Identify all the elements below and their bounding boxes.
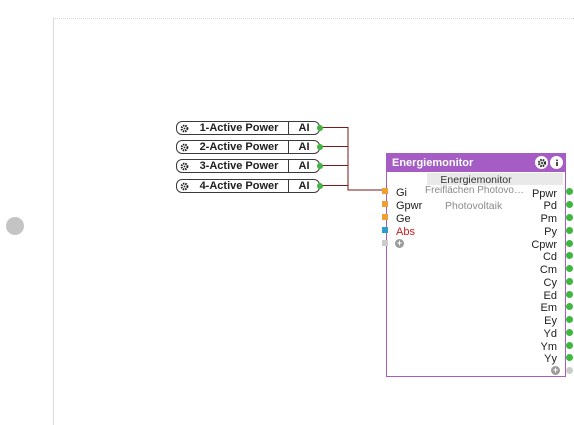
input-port-abs[interactable]: Abs — [396, 226, 415, 238]
input-block-1[interactable]: 1-Active Power AI — [176, 121, 320, 135]
block-title: Energiemonitor — [392, 157, 474, 169]
input-port-marker[interactable] — [382, 214, 388, 220]
input-block-label: 1-Active Power — [199, 122, 279, 134]
input-block-type: AI — [288, 180, 319, 192]
block-room: Photovoltaik — [445, 200, 503, 212]
gear-icon[interactable] — [535, 156, 548, 169]
subtitle-background — [427, 173, 563, 185]
input-block-type: AI — [288, 160, 319, 172]
input-block-label: 3-Active Power — [199, 160, 279, 172]
output-connector[interactable] — [566, 240, 573, 247]
output-port-em[interactable]: Em — [540, 302, 558, 314]
output-connector[interactable] — [566, 227, 573, 234]
output-port-ppwr[interactable]: Ppwr — [531, 188, 557, 200]
input-port-gi[interactable]: Gi — [396, 187, 407, 199]
plus-icon[interactable]: + — [395, 238, 404, 248]
side-panel-handle[interactable] — [6, 217, 24, 235]
output-connector[interactable] — [317, 125, 323, 131]
output-connector[interactable] — [317, 183, 323, 189]
output-connector[interactable] — [566, 329, 573, 336]
output-port-cy[interactable]: Cy — [543, 277, 557, 289]
input-block-label: 2-Active Power — [199, 141, 279, 153]
block-location: Freiflächen Photovoltaik — [425, 185, 525, 196]
output-port-yy[interactable]: Yy — [544, 353, 557, 365]
output-port-pd[interactable]: Pd — [543, 200, 557, 212]
wire-1 — [322, 127, 382, 191]
energiemonitor-block[interactable]: Energiemonitor Energiemonitor Freifläche… — [382, 153, 566, 377]
output-connector[interactable] — [566, 303, 573, 310]
output-connector[interactable] — [566, 201, 573, 208]
input-block-2[interactable]: 2-Active Power AI — [176, 140, 320, 154]
output-connector[interactable] — [566, 214, 573, 221]
output-port-cpwr[interactable]: Cpwr — [531, 239, 557, 251]
block-header[interactable]: Energiemonitor — [387, 154, 565, 172]
output-connector[interactable] — [566, 278, 573, 285]
output-port-pm[interactable]: Pm — [540, 213, 558, 225]
canvas-border-top — [53, 18, 574, 19]
input-port-marker[interactable] — [382, 201, 388, 207]
output-connector[interactable] — [566, 354, 573, 361]
input-port-marker[interactable] — [382, 227, 388, 233]
input-block-3[interactable]: 3-Active Power AI — [176, 159, 320, 173]
output-connector[interactable] — [566, 188, 573, 195]
output-connector[interactable] — [566, 291, 573, 298]
output-connector[interactable] — [566, 265, 573, 272]
input-port-marker[interactable] — [382, 188, 388, 194]
gear-icon[interactable] — [178, 160, 190, 172]
input-block-label: 4-Active Power — [199, 180, 279, 192]
output-connector[interactable] — [566, 316, 573, 323]
output-port-ym[interactable]: Ym — [540, 341, 558, 353]
input-port-ge[interactable]: Ge — [396, 213, 411, 225]
gear-icon[interactable] — [178, 141, 190, 153]
output-port-yd[interactable]: Yd — [543, 328, 557, 340]
output-connector-empty — [566, 367, 573, 374]
block-subtitle: Energiemonitor — [440, 174, 512, 186]
info-icon[interactable] — [550, 156, 563, 169]
input-block-type: AI — [288, 122, 319, 134]
output-port-cd[interactable]: Cd — [542, 251, 557, 263]
output-connector[interactable] — [317, 144, 323, 150]
output-connector[interactable] — [566, 342, 573, 349]
gear-icon[interactable] — [178, 122, 190, 134]
plus-icon[interactable]: + — [551, 365, 560, 375]
output-port-py[interactable]: Py — [544, 226, 557, 238]
output-connector[interactable] — [317, 163, 323, 169]
output-connector[interactable] — [566, 252, 573, 259]
output-port-cm[interactable]: Cm — [539, 264, 557, 276]
gear-icon[interactable] — [178, 180, 190, 192]
canvas-border-left — [53, 18, 54, 425]
output-port-ey[interactable]: Ey — [544, 315, 557, 327]
input-port-marker — [382, 240, 388, 246]
input-block-type: AI — [288, 141, 319, 153]
output-port-ed[interactable]: Ed — [543, 290, 557, 302]
input-block-4[interactable]: 4-Active Power AI — [176, 179, 320, 193]
input-port-gpwr[interactable]: Gpwr — [396, 200, 423, 212]
